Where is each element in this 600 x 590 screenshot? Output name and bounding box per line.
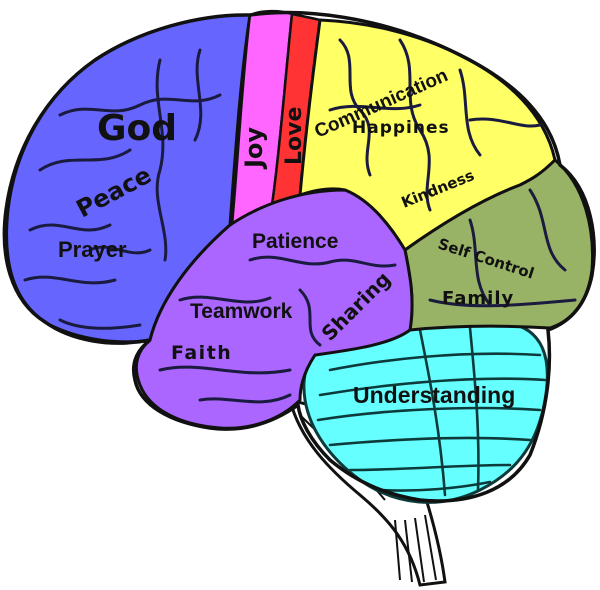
label-love: Love bbox=[282, 107, 307, 165]
brain-outline bbox=[2, 10, 596, 503]
label-happines: Happines bbox=[352, 118, 450, 138]
cerebellum-folds bbox=[316, 326, 547, 497]
label-god: God bbox=[97, 108, 177, 149]
label-prayer: Prayer bbox=[58, 237, 127, 262]
label-patience: Patience bbox=[252, 230, 338, 253]
label-teamwork: Teamwork bbox=[190, 300, 293, 323]
parietal-gyri bbox=[328, 38, 542, 212]
occipital-gyri bbox=[428, 188, 577, 308]
label-understanding: Understanding bbox=[353, 382, 515, 408]
label-faith: Faith bbox=[171, 342, 232, 364]
label-family: Family bbox=[442, 288, 514, 309]
label-joy: Joy bbox=[240, 127, 268, 170]
frontal-gyri bbox=[23, 48, 222, 330]
temporal-gyri bbox=[158, 255, 397, 404]
